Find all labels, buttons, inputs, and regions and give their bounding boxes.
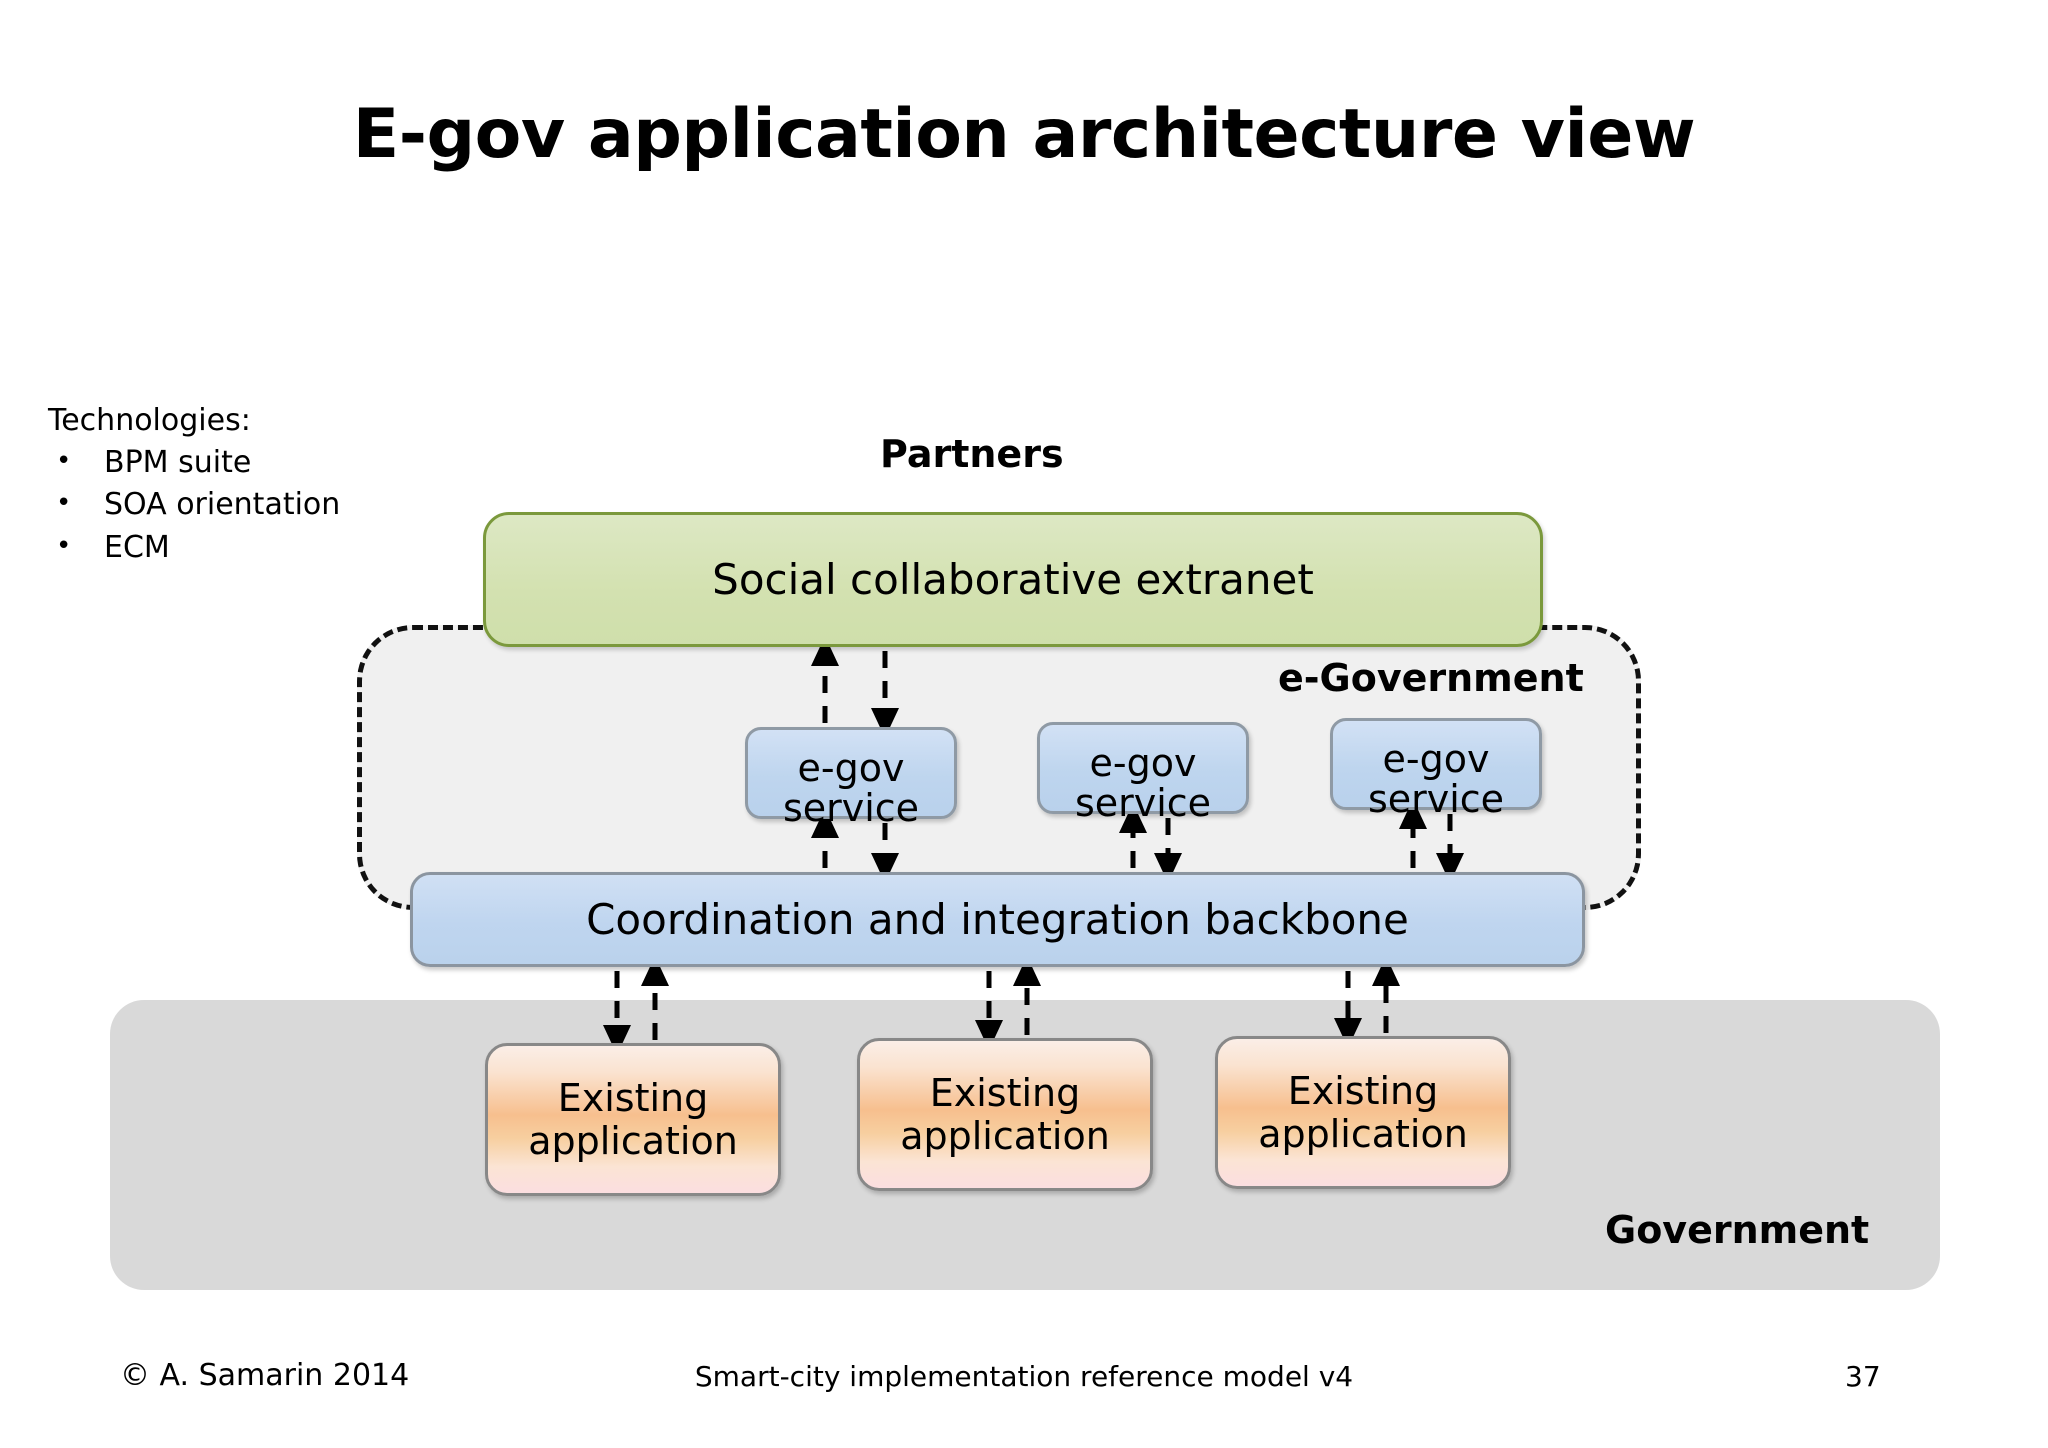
- page-title: E-gov application architecture view: [352, 95, 1696, 174]
- bullet-icon: •: [56, 446, 72, 477]
- box-label: e-gov service: [1367, 737, 1505, 821]
- box-label-line2: service: [782, 786, 920, 830]
- box-label-line1: e-gov: [1382, 737, 1490, 782]
- footer-page-number: 37: [1845, 1360, 1881, 1393]
- egovernment-label: e-Government: [1278, 656, 1584, 700]
- partners-label: Partners: [880, 432, 1064, 476]
- box-egov-service-3[interactable]: e-gov service: [1330, 718, 1542, 819]
- government-label: Government: [1605, 1208, 1870, 1252]
- technologies-item-label: ECM: [104, 529, 170, 565]
- technologies-block: Technologies: • BPM suite • SOA orientat…: [48, 405, 478, 574]
- box-social-collaborative-extranet[interactable]: Social collaborative extranet: [483, 512, 1543, 647]
- box-label: e-gov service: [782, 746, 920, 830]
- box-coordination-integration-backbone[interactable]: Coordination and integration backbone: [410, 872, 1585, 967]
- footer-copyright: © A. Samarin 2014: [120, 1358, 410, 1393]
- box-existing-application-3[interactable]: Existing application: [1215, 1036, 1511, 1189]
- box-label-line2: service: [1367, 777, 1505, 821]
- box-egov-service-1[interactable]: e-gov service: [745, 727, 957, 828]
- box-label: Social collaborative extranet: [712, 555, 1314, 604]
- list-item: • BPM suite: [48, 445, 478, 481]
- box-existing-application-2[interactable]: Existing application: [857, 1038, 1153, 1191]
- list-item: • ECM: [48, 529, 478, 565]
- box-label: Coordination and integration backbone: [586, 895, 1409, 944]
- bullet-icon: •: [56, 488, 72, 519]
- technologies-list: • BPM suite • SOA orientation • ECM: [48, 445, 478, 565]
- box-label-line1: e-gov: [1089, 741, 1197, 786]
- footer-document-title: Smart-city implementation reference mode…: [694, 1360, 1354, 1393]
- box-label: Existing application: [528, 1077, 738, 1162]
- box-label: Existing application: [900, 1072, 1110, 1157]
- box-egov-service-2[interactable]: e-gov service: [1037, 722, 1249, 823]
- box-existing-application-1[interactable]: Existing application: [485, 1043, 781, 1196]
- box-label-line2: application: [900, 1113, 1110, 1158]
- box-label-line2: service: [1074, 781, 1212, 825]
- list-item: • SOA orientation: [48, 487, 478, 523]
- box-label-line2: application: [1258, 1111, 1468, 1156]
- box-label: Existing application: [1258, 1070, 1468, 1155]
- technologies-heading: Technologies:: [48, 403, 251, 438]
- technologies-item-label: SOA orientation: [104, 487, 341, 523]
- box-label-line2: application: [528, 1118, 738, 1163]
- box-label-line1: Existing: [1287, 1068, 1439, 1113]
- box-label-line1: Existing: [557, 1075, 709, 1120]
- box-label: e-gov service: [1074, 741, 1212, 825]
- box-label-line1: e-gov: [797, 746, 905, 791]
- box-label-line1: Existing: [929, 1070, 1081, 1115]
- bullet-icon: •: [56, 530, 72, 561]
- technologies-item-label: BPM suite: [104, 445, 252, 481]
